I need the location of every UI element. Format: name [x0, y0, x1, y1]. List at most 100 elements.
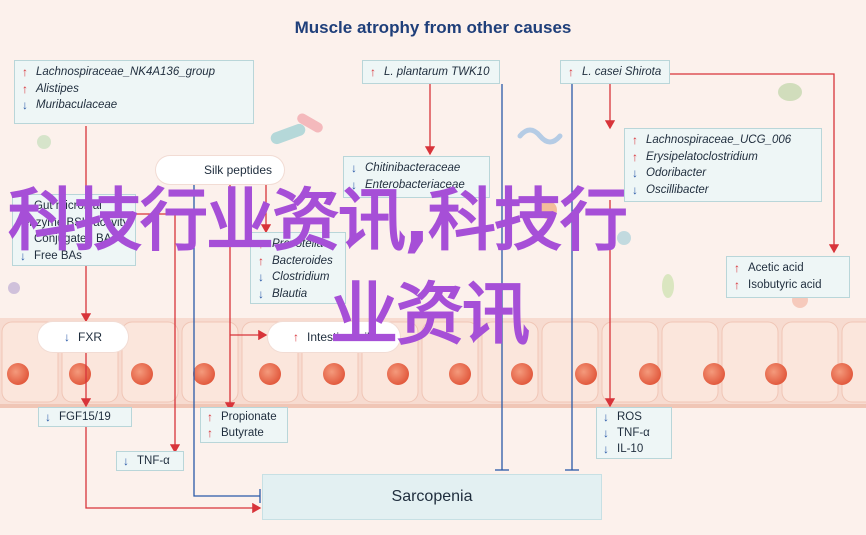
box-row: ↓ TNF-α — [603, 425, 665, 441]
box-gut-bacteria-top-left: ↑ Lachnospiraceae_NK4A136_group ↑ Alistipe… — [14, 60, 254, 124]
box-row: ↑ Butyrate — [207, 425, 281, 441]
box-row: ↓ Blautia — [258, 286, 338, 303]
box-row: ↓ Odoribacter — [632, 165, 814, 182]
box-row: ↓ FGF15/19 — [45, 409, 125, 426]
taxon-label: Erysipelatoclostridium — [646, 150, 758, 163]
metabolite-label: FGF15/19 — [59, 411, 111, 423]
taxon-label: L. casei Shirota — [582, 66, 662, 78]
box-chitinibacteraceae: ↓ Chitinibacteraceae ↓ Enterobacteriaceae — [343, 156, 490, 198]
metabolite-label: Conjugated BAs — [34, 233, 118, 245]
box-tnf-alpha-left: ↓ TNF-α — [116, 451, 184, 471]
arrow-up-icon: ↑ — [370, 65, 376, 79]
box-l-plantarum: ↑ L. plantarum TWK10 — [362, 60, 500, 84]
metabolite-label: enzyme BSH activity — [23, 216, 129, 229]
box-row: ↑ Alistipes — [22, 81, 246, 98]
arrow-up-icon: ↑ — [207, 410, 213, 424]
metabolite-label: TNF-α — [617, 427, 650, 439]
taxon-label: Muribaculaceae — [36, 99, 118, 111]
metabolite-label: Gut microbial — [34, 200, 102, 212]
watermark-line-2: 业资讯 — [330, 276, 530, 355]
arrow-up-icon: ↑ — [734, 277, 740, 292]
arrow-up-icon: ↑ — [22, 65, 28, 79]
box-row: ↑Acetic acid — [734, 260, 842, 277]
taxon-label: Lachnospiraceae_UCG_006 — [646, 134, 792, 146]
arrow-down-icon: ↓ — [603, 410, 609, 424]
box-row: ↑ Propionate — [207, 409, 281, 425]
box-row: ↓Free BAs — [20, 248, 128, 265]
arrow-down-icon: ↓ — [258, 286, 264, 301]
box-propionate: ↑ Propionate ↑ Butyrate — [200, 407, 288, 443]
taxon-label: Bacteroides — [272, 254, 333, 267]
fxr-pill: ↓ FXR — [38, 322, 128, 352]
box-row: ↓ ROS — [603, 409, 665, 425]
box-row: ↑Erysipelatoclostridium — [632, 149, 814, 166]
box-row: ↑ Isobutyric acid — [734, 277, 842, 294]
taxon-label: Alistipes — [36, 82, 79, 95]
sarcopenia-box: Sarcopenia — [262, 474, 602, 520]
metabolite-label: Acetic acid — [748, 262, 804, 274]
diagram-title: Muscle atrophy from other causes — [294, 18, 572, 37]
metabolite-label: Butyrate — [221, 427, 264, 439]
box-row: ↓ Chitinibacteraceae — [351, 160, 482, 177]
taxon-label: Odoribacter — [646, 167, 707, 179]
villi-label: Intestinal villi — [306, 330, 376, 344]
box-row: ↓Gut microbial — [20, 198, 128, 215]
arrow-down-icon: ↓ — [351, 161, 357, 175]
box-row: ↓ Muribaculaceae — [22, 97, 246, 114]
arrow-down-icon: ↓ — [258, 270, 264, 284]
arrow-down-icon: ↓ — [22, 98, 28, 112]
arrow-up-icon: ↑ — [632, 133, 638, 147]
box-l-casei: ↑ L. casei Shirota — [560, 60, 670, 84]
arrow-up-icon: ↑ — [207, 426, 213, 440]
box-fgf15-19: ↓ FGF15/19 — [38, 407, 132, 427]
arrow-down-icon: ↓ — [632, 166, 638, 180]
box-row: enzyme BSH activity — [20, 215, 128, 232]
metabolite-label: ROS — [617, 411, 642, 423]
arrow-down-icon: ↓ — [603, 442, 609, 456]
fxr-label: FXR — [78, 330, 102, 344]
box-prevotella: ↑ Prevotella ↑ Bacteroides ↓ Clostridium ↓ B… — [250, 232, 346, 304]
metabolite-label: IL-10 — [617, 443, 644, 455]
arrow-down-icon: ↓ — [45, 410, 51, 424]
box-row: ↓ Oscillibacter — [632, 182, 814, 199]
box-row: ↓ IL-10 — [603, 441, 665, 457]
arrow-up-icon: ↑ — [568, 65, 574, 79]
sarcopenia-label: Sarcopenia — [391, 488, 473, 505]
taxon-label: Blautia — [272, 287, 308, 300]
box-row: ↓ Enterobacteriaceae — [351, 177, 482, 194]
arrow-down-icon: ↓ — [632, 182, 638, 197]
taxon-label: Chitinibacteraceae — [365, 162, 461, 174]
box-lachnospiraceae-ucg: ↑ Lachnospiraceae_UCG_006 ↑Erysipelatoclo… — [624, 128, 822, 202]
metabolite-label: Isobutyric acid — [748, 278, 822, 291]
metabolite-label: TNF-α — [137, 455, 170, 467]
watermark-line-1: 科技行业资讯,科技行 — [8, 182, 628, 261]
box-row: ↓ Clostridium — [258, 269, 338, 286]
box-row: ↑ Lachnospiraceae_NK4A136_group — [22, 64, 246, 81]
arrow-down-icon: ↓ — [20, 248, 26, 263]
silk-peptides-pill: Silk peptides — [156, 156, 284, 184]
arrow-down-icon: ↓ — [123, 454, 129, 468]
taxon-label: Lachnospiraceae_NK4A136_group — [36, 66, 216, 78]
box-acids: ↑Acetic acid ↑ Isobutyric acid — [726, 256, 850, 298]
taxon-label: L. plantarum TWK10 — [384, 66, 490, 78]
metabolite-label: Propionate — [221, 411, 277, 423]
arrow-down-icon: ↓ — [351, 177, 357, 192]
arrow-up-icon: ↑ — [258, 237, 264, 251]
arrow-down-icon: ↓ — [603, 426, 609, 440]
silk-peptides-label: Silk peptides — [203, 163, 272, 177]
arrow-up-icon: ↑ — [258, 253, 264, 268]
taxon-label: Enterobacteriaceae — [365, 178, 465, 191]
box-row: ↑ L. plantarum TWK10 — [370, 64, 492, 81]
arrow-up-icon: ↑ — [292, 330, 299, 344]
taxon-label: Prevotella — [272, 238, 324, 250]
box-row: ↑ Prevotella — [258, 236, 338, 253]
box-row: ↑ L. casei Shirota — [568, 64, 662, 81]
arrow-down-icon: ↓ — [64, 330, 70, 344]
intestinal-villi-pill: ↑ Intestinal villi — [268, 322, 400, 352]
box-row: ↑ Lachnospiraceae_UCG_006 — [632, 132, 814, 149]
arrow-up-icon: ↑ — [22, 81, 28, 96]
taxon-label: Oscillibacter — [646, 183, 709, 196]
taxon-label: Clostridium — [272, 271, 330, 283]
box-gut-microbial-enzyme: ↓Gut microbial enzyme BSH activity Conju… — [12, 194, 136, 266]
